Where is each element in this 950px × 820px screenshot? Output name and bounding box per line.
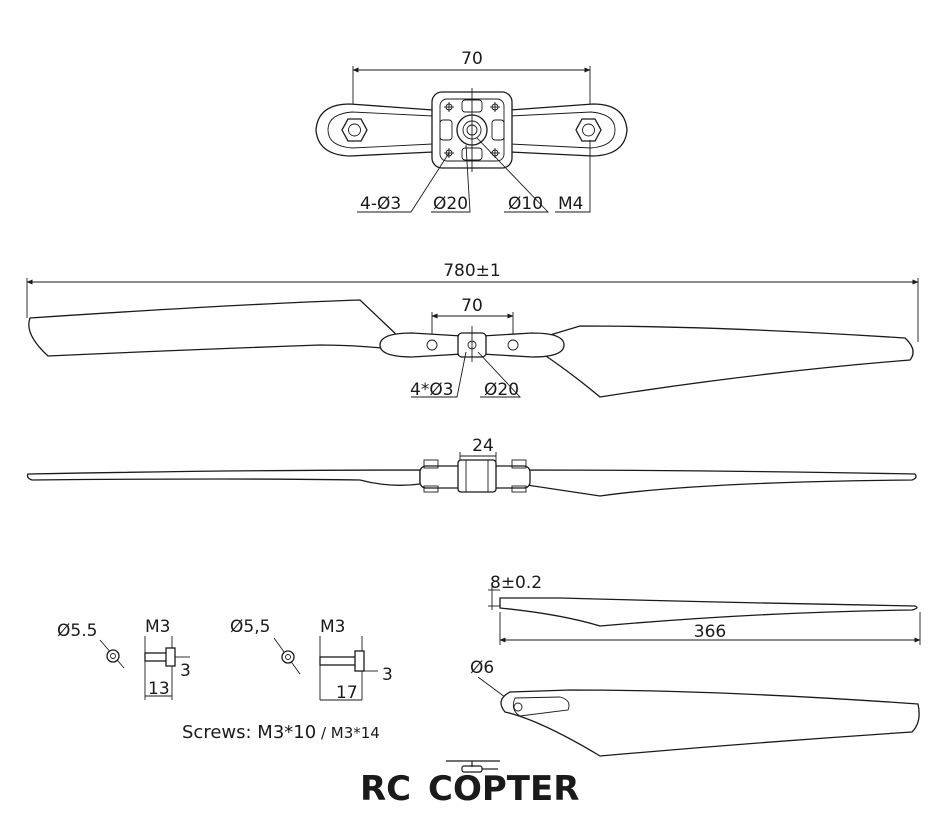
right-blade	[539, 325, 914, 398]
blade-plan-outline	[500, 689, 920, 757]
blade-plan-detail: Ø6	[470, 658, 920, 757]
side-hub-height-dimension: 24	[472, 436, 494, 456]
plan-hub-dimension: 70	[461, 296, 483, 316]
helicopter-icon	[446, 760, 500, 773]
blade-hole-diameter: Ø6	[470, 658, 494, 678]
rc-copter-logo: RC COPTER	[360, 760, 579, 809]
yoke-left-arm	[315, 103, 434, 157]
screw-b-head-height: 3	[382, 665, 393, 685]
right-hex-nut	[575, 118, 602, 142]
screw-a-head-diameter: Ø5.5	[57, 621, 97, 641]
logo-copter-text: COPTER	[428, 769, 579, 809]
screw-a-head-height: 3	[180, 661, 191, 681]
screw-b-detail: Ø5,5 M3 3 17	[230, 617, 393, 703]
screw-b-head-diameter: Ø5,5	[230, 617, 270, 637]
blade-length-dimension: 366	[694, 622, 726, 642]
screw-b-length: 17	[336, 683, 358, 703]
top-width-dimension: 70	[461, 49, 483, 69]
blade-side-detail: 8±0.2 366	[488, 573, 921, 645]
screw-a-detail: Ø5.5 M3 3 13	[57, 617, 191, 700]
plan-holes-label: 4*Ø3	[410, 380, 454, 400]
left-hex-nut	[341, 118, 368, 142]
top-holes-label: 4-Ø3	[360, 194, 401, 214]
side-right-blade	[519, 469, 917, 497]
top-outer-diameter-label: Ø20	[433, 194, 468, 214]
logo-rc-text: RC	[360, 769, 411, 809]
top-inner-diameter-label: Ø10	[508, 194, 543, 214]
screw-a-thread: M3	[145, 617, 170, 637]
side-hub	[457, 459, 497, 493]
top-view: 70 4-Ø	[315, 49, 628, 214]
screws-caption: Screws: M3*10 / M3*14	[182, 722, 380, 743]
side-view: 24	[26, 436, 917, 497]
plan-outer-diameter-label: Ø20	[484, 380, 519, 400]
blade-side-profile	[499, 597, 918, 627]
side-left-blade	[26, 469, 421, 486]
full-plan-view: 780±1 70 4*Ø3 Ø20	[26, 261, 919, 400]
blade-thickness-dimension: 8±0.2	[490, 573, 542, 593]
screw-a-body	[144, 652, 168, 662]
top-thread-label: M4	[558, 194, 583, 214]
left-blade	[28, 299, 401, 357]
screw-a-length: 13	[148, 679, 170, 699]
screw-b-body	[319, 656, 357, 666]
total-length-dimension: 780±1	[443, 261, 501, 281]
yoke-right-arm	[509, 103, 628, 157]
screw-b-thread: M3	[320, 617, 345, 637]
